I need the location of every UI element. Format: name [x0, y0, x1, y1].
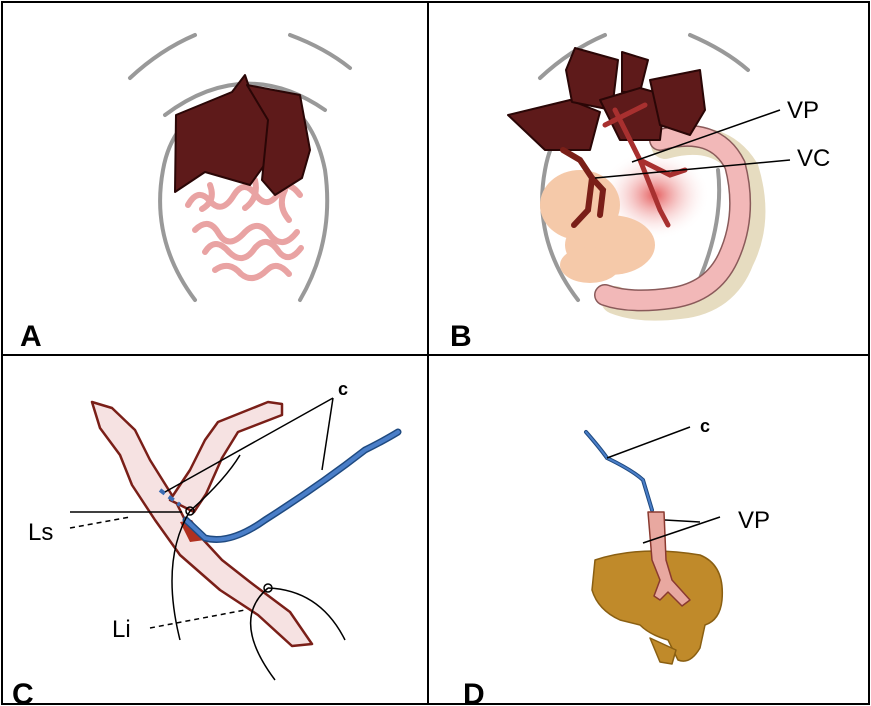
liver-a [175, 75, 310, 195]
panel-d: c VP D [463, 416, 770, 706]
panel-letter-a: A [20, 320, 42, 353]
vessel-c [92, 402, 312, 646]
catheter-d [586, 432, 652, 510]
panel-a: A [20, 35, 350, 353]
intestine-a [188, 180, 301, 278]
label-li: Li [112, 616, 131, 643]
label-vp-d: VP [738, 507, 770, 534]
panel-letter-c: C [12, 678, 34, 706]
label-c-c: c [338, 379, 348, 399]
label-c-d: c [700, 416, 710, 436]
label-vp-b: VP [787, 97, 819, 124]
label-vc-b: VC [797, 145, 830, 172]
panel-letter-b: B [450, 320, 472, 353]
panel-letter-d: D [463, 678, 485, 706]
panel-c: c Ls Li C [12, 379, 398, 706]
label-ls: Ls [28, 519, 53, 546]
panel-b: VP VC B [450, 35, 830, 353]
